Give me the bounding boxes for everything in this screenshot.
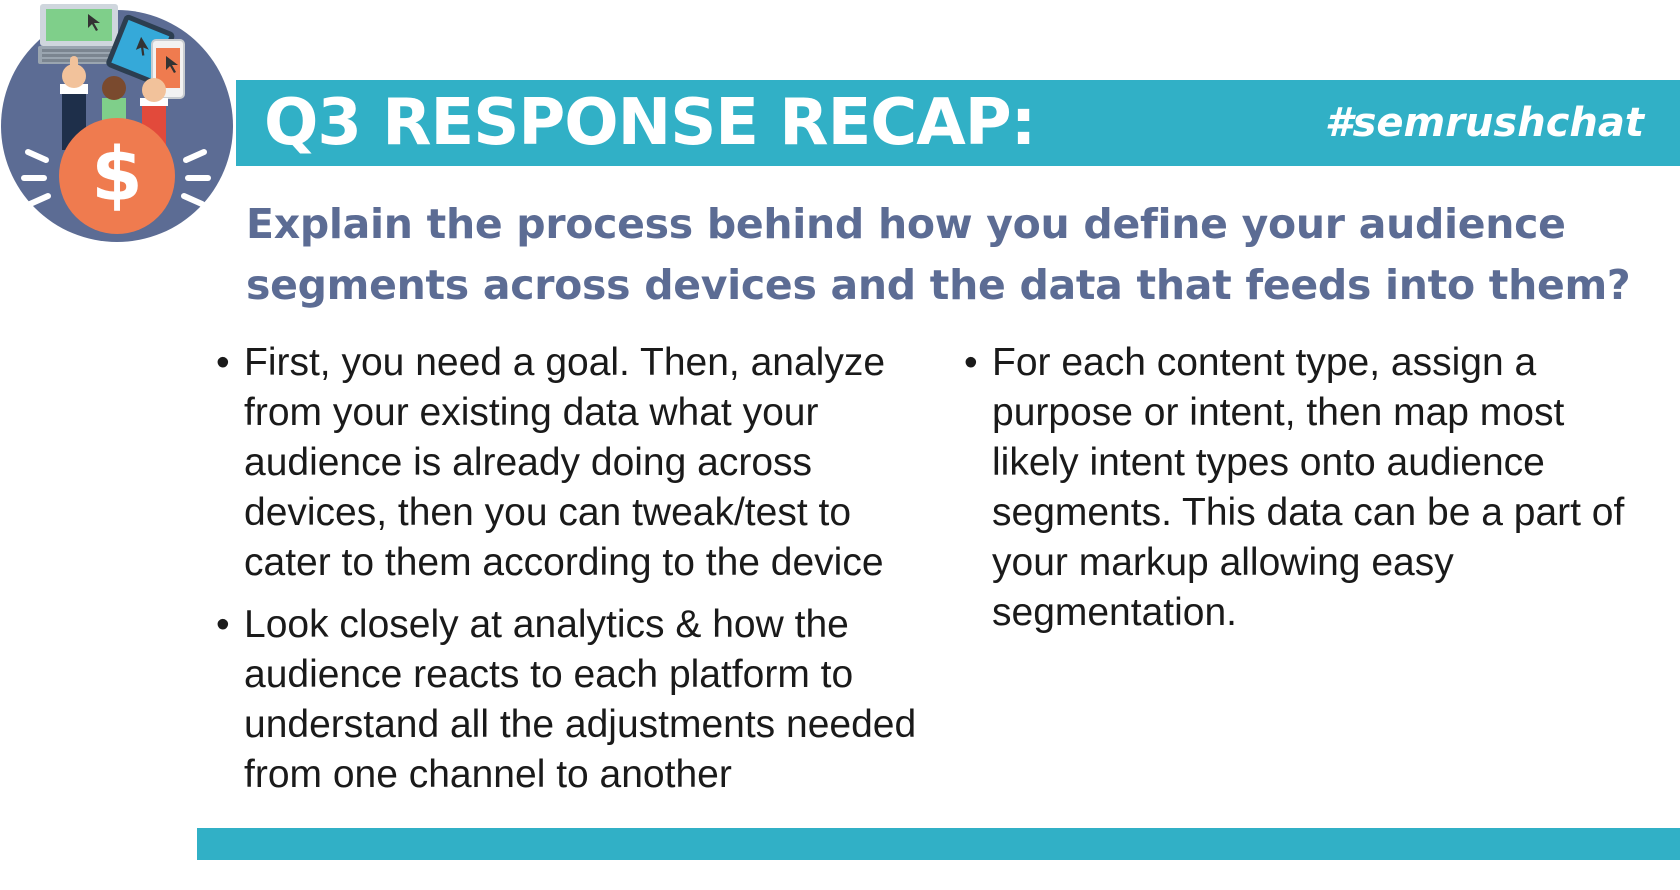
hashtag-label: #semrushchat: [1324, 100, 1644, 146]
title-banner: [236, 80, 1680, 166]
response-item: Look closely at analytics & how the audi…: [216, 600, 940, 800]
svg-text:$: $: [91, 132, 143, 218]
laptop-icon: [38, 4, 120, 64]
dollar-coin-icon: $: [59, 118, 175, 234]
response-item: For each content type, assign a purpose …: [964, 338, 1654, 638]
devices-dollar-logo: $: [1, 4, 233, 242]
question-text: Explain the process behind how you defin…: [246, 200, 1631, 309]
bottom-accent-bar: [197, 828, 1680, 860]
response-item: First, you need a goal. Then, analyze fr…: [216, 338, 940, 588]
page-title: Q3 RESPONSE RECAP:: [264, 86, 1036, 160]
shine-rays: [21, 149, 211, 207]
responses-left-column: First, you need a goal. Then, analyze fr…: [216, 338, 940, 812]
responses-right-column: For each content type, assign a purpose …: [964, 338, 1654, 650]
